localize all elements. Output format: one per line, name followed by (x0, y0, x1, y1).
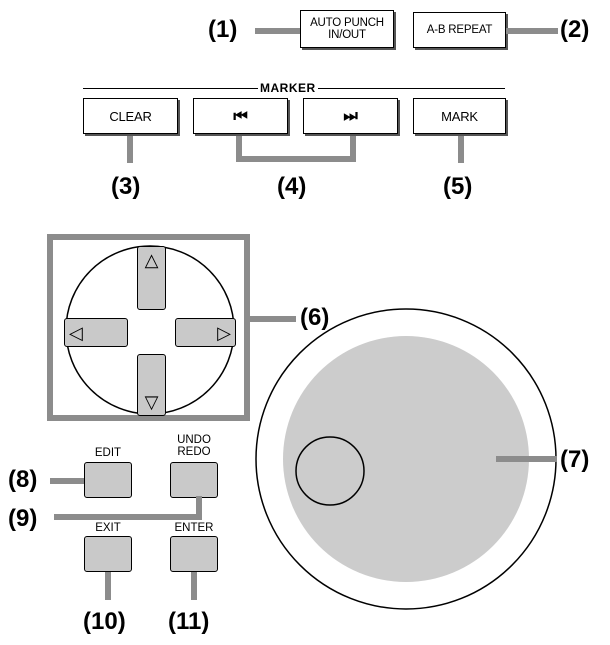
mark-button[interactable]: MARK (413, 98, 506, 134)
leader-11 (191, 572, 197, 600)
callout-10: (10) (83, 608, 126, 635)
enter-button[interactable] (170, 536, 218, 572)
cursor-down-button[interactable]: ▽ (137, 354, 166, 416)
cursor-right-button[interactable]: ▷ (175, 318, 236, 347)
leader-9-vertical (196, 496, 202, 520)
next-marker-button[interactable]: ⏭ (303, 98, 398, 134)
edit-label: EDIT (94, 447, 122, 459)
callout-11: (11) (168, 608, 210, 635)
callout-4: (4) (277, 173, 307, 200)
leader-4-right (350, 136, 356, 162)
leader-10 (105, 572, 111, 600)
exit-button[interactable] (84, 536, 132, 572)
leader-3 (127, 136, 133, 163)
previous-marker-button[interactable]: ⏮ (193, 98, 288, 134)
leader-4-bridge (236, 156, 356, 162)
callout-9: (9) (8, 505, 38, 532)
leader-4-left (236, 136, 242, 162)
callout-3: (3) (111, 173, 141, 200)
jog-dial-inner-disc (283, 336, 529, 582)
marker-section-title: MARKER (258, 81, 318, 95)
leader-8 (50, 478, 84, 484)
leader-9-horizontal (54, 514, 202, 520)
exit-label: EXIT (95, 522, 121, 534)
cursor-left-button[interactable]: ◁ (64, 318, 128, 347)
callout-6: (6) (300, 304, 330, 331)
leader-1 (255, 28, 300, 34)
right-arrow-icon: ▷ (217, 323, 231, 343)
callout-5: (5) (443, 173, 473, 200)
callout-8: (8) (8, 466, 38, 493)
down-arrow-icon: ▽ (144, 392, 159, 412)
cursor-pad-frame (47, 234, 250, 421)
leader-5 (458, 136, 464, 163)
ab-repeat-button[interactable]: A-B REPEAT (413, 12, 506, 48)
cursor-up-button[interactable]: △ (137, 246, 166, 310)
callout-1: (1) (208, 16, 238, 43)
callout-2: (2) (560, 16, 590, 43)
left-arrow-icon: ◁ (69, 323, 83, 343)
auto-punch-button[interactable]: AUTO PUNCH IN/OUT (300, 10, 394, 48)
clear-button[interactable]: CLEAR (83, 98, 178, 134)
edit-button[interactable] (84, 462, 132, 498)
jog-dial-finger-dimple (295, 436, 365, 506)
callout-7: (7) (560, 446, 590, 473)
leader-2 (506, 28, 558, 34)
up-arrow-icon: △ (144, 250, 159, 270)
enter-label: ENTER (174, 522, 214, 534)
undo-redo-label: UNDO REDO (177, 434, 211, 458)
undo-redo-button[interactable] (170, 462, 218, 498)
